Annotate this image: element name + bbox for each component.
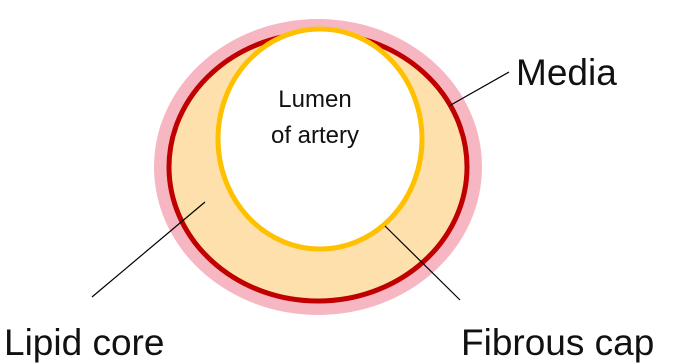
media-label: Media	[516, 52, 617, 93]
fibrous-cap-label: Fibrous cap	[461, 322, 654, 363]
lumen-label-line2: of artery	[271, 122, 359, 149]
lumen-label-line1: Lumen	[278, 86, 351, 113]
media-leader-line	[449, 72, 509, 106]
lipid-core-label: Lipid core	[4, 322, 164, 363]
